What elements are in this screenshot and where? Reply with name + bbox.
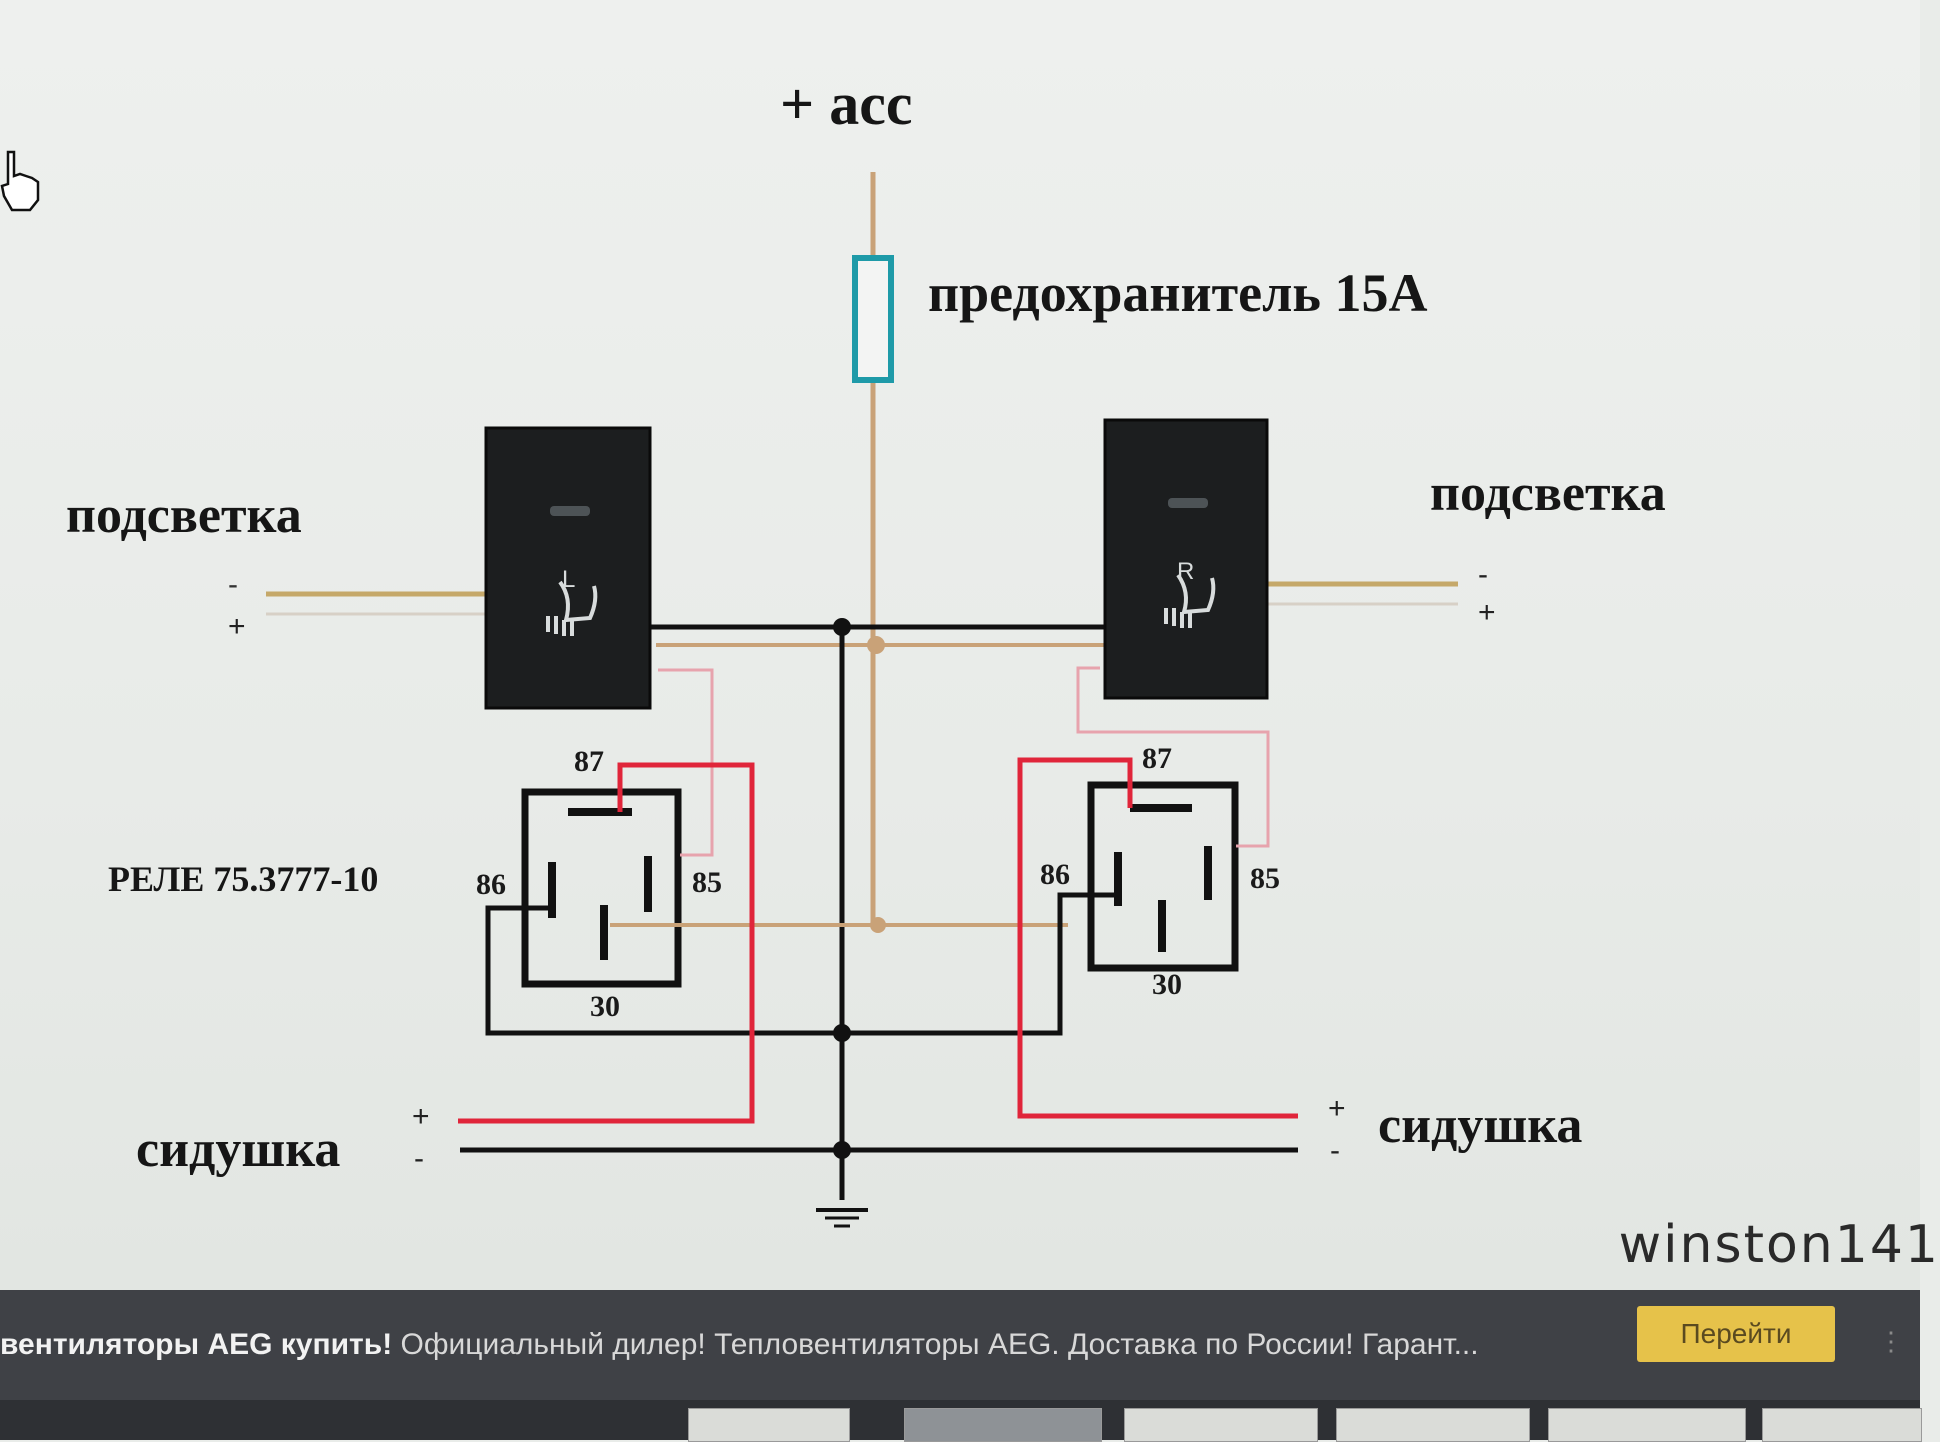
ad-headline[interactable]: вентиляторы AEG купить! <box>0 1328 393 1361</box>
wiring-diagram <box>266 172 1458 1228</box>
thumbnail[interactable] <box>688 1408 850 1442</box>
switch-right <box>1103 418 1269 700</box>
relay-right-pin-85: 85 <box>1250 862 1280 895</box>
watermark: winston141 <box>1618 1215 1940 1275</box>
right-pink-wire <box>1076 666 1270 848</box>
relay-left <box>521 788 682 988</box>
relay-left-pin-30: 30 <box>590 990 620 1023</box>
ad-description: Официальный дилер! Тепловентиляторы AEG.… <box>392 1328 1479 1361</box>
right-red-wire <box>1017 757 1298 1119</box>
ad-text[interactable]: вентиляторы AEG купить! Официальный диле… <box>0 1328 1620 1362</box>
backlight-left-plus-sign: + <box>228 610 246 643</box>
seat-right-label: сидушка <box>1378 1097 1583 1154</box>
relay-left-pin-87: 87 <box>574 745 604 778</box>
relay-left-pin-85: 85 <box>692 866 722 899</box>
backlight-right-plus-sign: + <box>1478 596 1496 629</box>
seat-right-plus-sign: + <box>1328 1092 1346 1125</box>
seat-left-plus-sign: + <box>412 1100 430 1133</box>
left-red-wire <box>458 762 755 1124</box>
acc-label: + асс <box>780 71 913 137</box>
relay-right-pin-86: 86 <box>1040 858 1070 891</box>
backlight-right-label: подсветка <box>1430 465 1666 522</box>
hand-cursor-icon <box>0 150 40 212</box>
backlight-left-minus-sign: - <box>228 568 238 601</box>
seat-right-minus-sign: - <box>1330 1134 1340 1167</box>
black-junction-top <box>833 618 851 636</box>
fuse <box>852 255 894 383</box>
relay-right-pin-87: 87 <box>1142 742 1172 775</box>
ground-symbol <box>816 1208 868 1228</box>
backlight-right-minus-sign: - <box>1478 558 1488 591</box>
seat-left-minus-sign: - <box>414 1142 424 1175</box>
relay-label: РЕЛЕ 75.3777-10 <box>108 859 379 899</box>
thumbnail[interactable] <box>904 1408 1102 1442</box>
thumbnail-strip <box>0 1400 1922 1442</box>
relay-right <box>1087 781 1239 972</box>
tan-junction-low <box>870 917 886 933</box>
diagram-screen: + асс предохранитель 15А подсветка подсв… <box>0 0 1938 1290</box>
thumbnail[interactable] <box>1548 1408 1746 1442</box>
relay-left-pin-86: 86 <box>476 868 506 901</box>
tan-junction <box>867 636 885 654</box>
thumbnail[interactable] <box>1762 1408 1922 1442</box>
switch-right-letter: R <box>1177 558 1195 585</box>
fuse-label: предохранитель 15А <box>928 263 1428 323</box>
thumbnail[interactable] <box>1124 1408 1318 1442</box>
thumbnail[interactable] <box>1336 1408 1530 1442</box>
relay-right-pin-30: 30 <box>1152 968 1182 1001</box>
left-86-wire <box>485 892 1118 1036</box>
switch-left-letter: L <box>562 566 576 593</box>
ad-bar[interactable]: вентиляторы AEG купить! Официальный диле… <box>0 1290 1920 1400</box>
seat-left-label: сидушка <box>136 1121 341 1178</box>
ad-go-button[interactable]: Перейти <box>1637 1306 1835 1362</box>
switch-left <box>484 426 652 710</box>
ad-more-icon[interactable]: ⋮ <box>1878 1326 1904 1356</box>
backlight-left-label: подсветка <box>66 487 302 544</box>
